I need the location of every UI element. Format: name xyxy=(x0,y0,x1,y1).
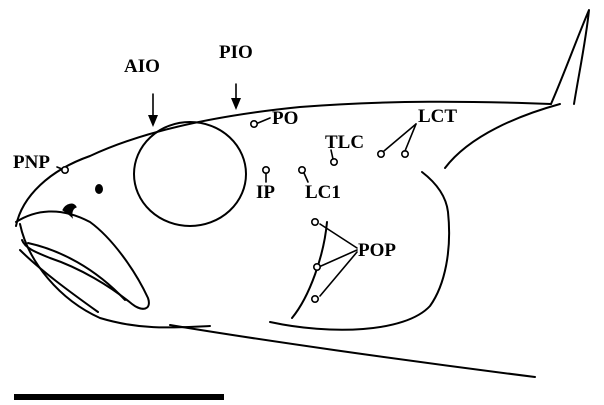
posterior-nostril xyxy=(95,184,103,194)
leader-po xyxy=(258,118,270,123)
label-aio: AIO xyxy=(124,56,160,77)
label-ip: IP xyxy=(256,182,275,203)
labels: AIO PIO PO LCT TLC PNP IP LC1 POP xyxy=(13,42,457,261)
lower-lip xyxy=(20,250,98,312)
pore-pnp xyxy=(62,167,68,173)
preopercle-edge xyxy=(292,222,327,318)
pio-arrow-head xyxy=(231,98,241,110)
pore-pop-3 xyxy=(312,296,318,302)
pore-lct-1 xyxy=(378,151,384,157)
eye xyxy=(134,122,246,226)
nape-line xyxy=(445,104,560,168)
label-pnp: PNP xyxy=(13,152,50,173)
aio-arrow-head xyxy=(148,115,158,127)
pore-pop-1 xyxy=(312,219,318,225)
label-lct: LCT xyxy=(418,106,457,127)
pio-arrow xyxy=(231,84,241,110)
aio-arrow xyxy=(148,94,158,127)
leader-lc1 xyxy=(304,173,308,182)
pore-tlc xyxy=(331,159,337,165)
label-po: PO xyxy=(272,108,298,129)
pore-po xyxy=(251,121,257,127)
dorsal-fin xyxy=(551,10,589,104)
label-pio: PIO xyxy=(219,42,253,63)
label-pop: POP xyxy=(358,240,396,261)
leader-pnp xyxy=(57,167,62,169)
ventral-profile xyxy=(170,325,535,377)
pore-pop-2 xyxy=(314,264,320,270)
upper-lip xyxy=(16,211,149,308)
label-tlc: TLC xyxy=(325,132,364,153)
head-outline xyxy=(16,10,589,377)
label-lc1: LC1 xyxy=(305,182,341,203)
